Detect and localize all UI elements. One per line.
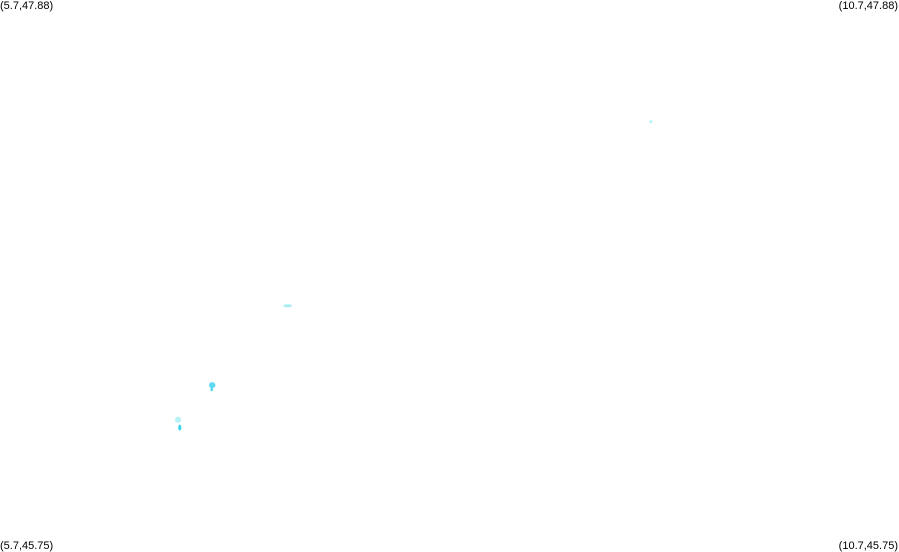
lake-blob-5-shape [178,424,182,431]
corner-label-top-right: (10.7,47.88) [838,0,898,12]
lake-blob-3 [209,382,216,392]
lake-blob-4 [175,416,181,423]
lake-blob-3-shape [209,382,216,389]
lake-blob-1 [649,120,653,124]
water-features [175,120,653,431]
corner-label-bottom-right: (10.7,45.75) [838,540,898,552]
lake-blob-4-shape [175,416,181,423]
corner-label-bottom-left: (5.7,45.75) [0,540,54,552]
lake-blob-2-shape [283,304,293,308]
lake-blob-1-shape [649,120,653,124]
lake-blob-5 [178,424,182,431]
lake-blob-2 [283,304,293,308]
lake-blob-3-shape [210,386,214,392]
corner-label-top-left: (5.7,47.88) [0,0,54,12]
